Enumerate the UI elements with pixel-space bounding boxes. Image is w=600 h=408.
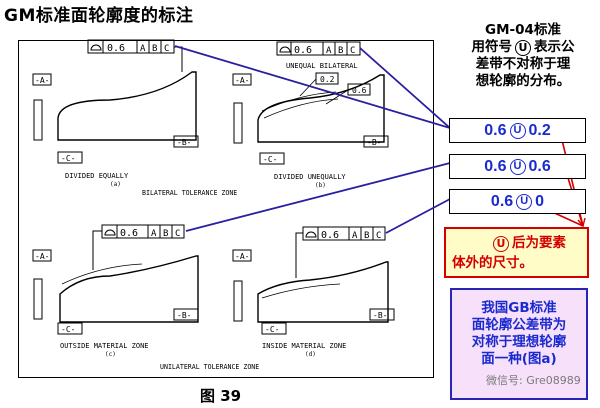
page-title: GM标准面轮廓度的标注 bbox=[4, 6, 194, 26]
svg-text:-B-: -B- bbox=[177, 138, 191, 147]
svg-text:DIVIDED UNEQUALLY: DIVIDED UNEQUALLY bbox=[274, 173, 346, 181]
fcf-d: 0.6 A B C bbox=[302, 226, 386, 241]
svg-text:(c): (c) bbox=[105, 351, 116, 358]
svg-text:0.6: 0.6 bbox=[107, 43, 125, 54]
svg-text:A: A bbox=[140, 44, 146, 54]
svg-text:B: B bbox=[364, 231, 369, 241]
svg-text:A: A bbox=[352, 231, 358, 241]
svg-text:-B-: -B- bbox=[373, 311, 387, 320]
svg-text:-C-: -C- bbox=[263, 155, 277, 164]
svg-text:C: C bbox=[376, 231, 381, 241]
gb-note: 我国GB标准 面轮廓公差带为 对称于理想轮廓 面一种(图a) bbox=[450, 288, 588, 400]
unilateral-zone-caption: UNILATERAL TOLERANCE ZONE bbox=[160, 363, 259, 371]
watermark: 微信号: Gre08989 bbox=[486, 374, 581, 387]
svg-text:-B-: -B- bbox=[367, 138, 381, 147]
svg-text:0.6: 0.6 bbox=[120, 228, 138, 239]
svg-text:C: C bbox=[164, 44, 169, 54]
svg-text:-A-: -A- bbox=[35, 252, 49, 261]
svg-text:0.6: 0.6 bbox=[321, 230, 339, 241]
view-b: 0.6 A B C UNEQUAL BILATERAL 0.2 0.6 -A- … bbox=[232, 41, 389, 189]
svg-text:-B-: -B- bbox=[177, 311, 191, 320]
svg-text:C: C bbox=[175, 229, 180, 239]
svg-text:-C-: -C- bbox=[61, 325, 75, 334]
u-symbol-icon: U bbox=[515, 39, 531, 56]
svg-text:A: A bbox=[151, 229, 157, 239]
svg-text:(d): (d) bbox=[305, 351, 316, 358]
view-a: 0.6 A B C -A- -C- -B- DIVIDED EQUALLY (a… bbox=[32, 39, 199, 188]
svg-text:-A-: -A- bbox=[235, 252, 249, 261]
callout-lines bbox=[174, 45, 451, 234]
svg-text:-C-: -C- bbox=[265, 325, 279, 334]
u-symbol-icon: U bbox=[509, 122, 526, 139]
svg-text:B: B bbox=[163, 229, 168, 239]
svg-text:(a): (a) bbox=[110, 181, 121, 188]
fcf-c: 0.6 A B C bbox=[101, 224, 185, 239]
svg-text:0.6: 0.6 bbox=[294, 45, 312, 56]
svg-text:-A-: -A- bbox=[35, 76, 49, 85]
svg-text:0.6: 0.6 bbox=[352, 86, 367, 95]
svg-text:UNEQUAL BILATERAL: UNEQUAL BILATERAL bbox=[286, 62, 358, 70]
u-symbol-icon: U bbox=[516, 193, 533, 210]
svg-text:A: A bbox=[326, 46, 332, 56]
drawing-panel bbox=[18, 40, 434, 378]
svg-text:C: C bbox=[350, 46, 355, 56]
svg-text:B: B bbox=[152, 44, 157, 54]
svg-text:OUTSIDE MATERIAL ZONE: OUTSIDE MATERIAL ZONE bbox=[60, 342, 149, 350]
view-d: 0.6 A B C -A- -C- -B- INSIDE MATERIAL ZO… bbox=[232, 226, 395, 358]
u-symbol-icon: U bbox=[493, 235, 509, 252]
view-c: 0.6 A B C -A- -C- -B- OUTSIDE MATERIAL Z… bbox=[32, 224, 199, 358]
fcf-a: 0.6 A B C bbox=[87, 39, 175, 54]
svg-text:-C-: -C- bbox=[61, 154, 75, 163]
svg-text:(b): (b) bbox=[315, 182, 326, 189]
svg-text:DIVIDED EQUALLY: DIVIDED EQUALLY bbox=[65, 172, 129, 180]
svg-text:-A-: -A- bbox=[235, 76, 249, 85]
figure-label: 图 39 bbox=[200, 387, 242, 405]
svg-text:0.2: 0.2 bbox=[320, 75, 335, 84]
fcf-b: 0.6 A B C bbox=[276, 41, 361, 56]
svg-text:INSIDE MATERIAL ZONE: INSIDE MATERIAL ZONE bbox=[262, 342, 346, 350]
bilateral-zone-caption: BILATERAL TOLERANCE ZONE bbox=[142, 189, 237, 197]
svg-text:B: B bbox=[338, 46, 343, 56]
u-symbol-icon: U bbox=[509, 158, 526, 175]
